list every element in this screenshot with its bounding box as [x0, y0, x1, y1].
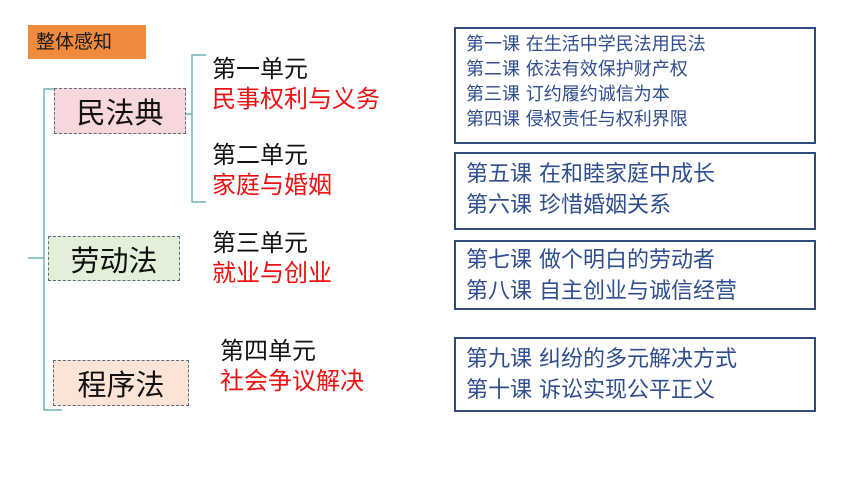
law-labor: 劳动法	[48, 236, 180, 281]
unit-1: 第一单元 民事权利与义务	[212, 54, 380, 114]
lesson-item: 第三课 订约履约诚信为本	[466, 84, 670, 105]
section-tag: 整体感知	[28, 25, 146, 59]
unit-number: 第四单元	[220, 337, 316, 365]
law-procedure: 程序法	[53, 360, 189, 406]
lesson-item: 第一课 在生活中学民法用民法	[466, 34, 706, 55]
lesson-box-1: 第一课 在生活中学民法用民法 第二课 依法有效保护财产权 第三课 订约履约诚信为…	[454, 27, 816, 144]
unit-title: 就业与创业	[212, 259, 332, 287]
lesson-item: 第七课 做个明白的劳动者	[466, 248, 715, 273]
lesson-item: 第九课 纠纷的多元解决方式	[466, 347, 737, 372]
lesson-item: 第四课 侵权责任与权利界限	[466, 109, 688, 130]
lesson-item: 第八课 自主创业与诚信经营	[466, 279, 737, 304]
unit-number: 第一单元	[212, 55, 308, 83]
unit-3: 第三单元 就业与创业	[212, 228, 332, 288]
lesson-box-4: 第九课 纠纷的多元解决方式 第十课 诉讼实现公平正义	[454, 337, 816, 412]
unit-title: 民事权利与义务	[212, 85, 380, 113]
unit-title: 社会争议解决	[220, 367, 364, 395]
lesson-item: 第六课 珍惜婚姻关系	[466, 193, 671, 218]
lesson-box-3: 第七课 做个明白的劳动者 第八课 自主创业与诚信经营	[454, 240, 816, 310]
lesson-item: 第十课 诉讼实现公平正义	[466, 378, 715, 403]
unit-number: 第三单元	[212, 229, 308, 257]
unit-number: 第二单元	[212, 141, 308, 169]
lesson-box-2: 第五课 在和睦家庭中成长 第六课 珍惜婚姻关系	[454, 152, 816, 230]
lesson-item: 第五课 在和睦家庭中成长	[466, 162, 715, 187]
unit-4: 第四单元 社会争议解决	[220, 336, 364, 396]
lesson-item: 第二课 依法有效保护财产权	[466, 59, 688, 80]
law-civil-code: 民法典	[54, 88, 186, 134]
unit-title: 家庭与婚姻	[212, 171, 332, 199]
unit-2: 第二单元 家庭与婚姻	[212, 140, 332, 200]
